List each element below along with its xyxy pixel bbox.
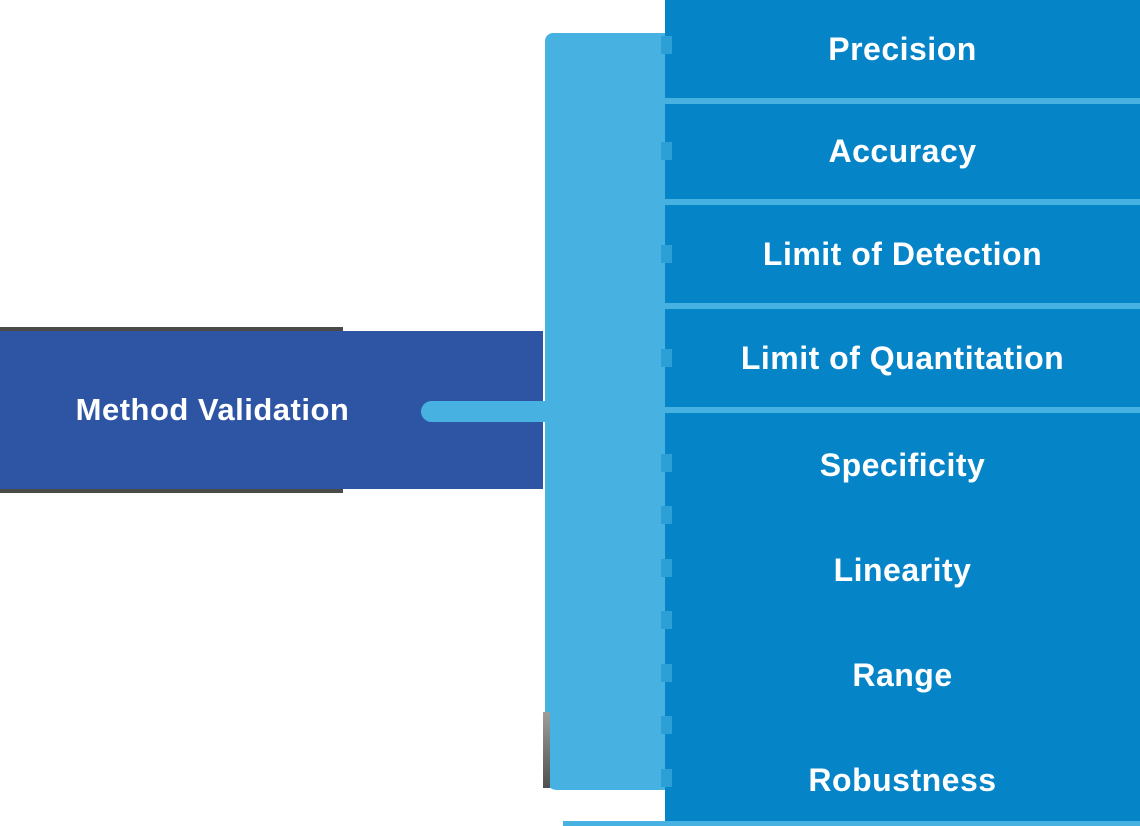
branch-label-specificity: Specificity (819, 447, 986, 483)
connector-tooth (661, 454, 672, 472)
root-box-top-edge (0, 327, 343, 331)
branch-label-limit-of-quantitation: Limit of Quantitation (740, 339, 1065, 376)
branch-node-linearity: Linearity (665, 518, 1140, 623)
branch-node-range: Range (665, 623, 1140, 728)
branch-node-limit-of-quantitation: Limit of Quantitation (665, 309, 1140, 407)
connector-tooth (661, 611, 672, 629)
branch-label-accuracy: Accuracy (828, 133, 977, 169)
branch-label-linearity: Linearity (833, 552, 972, 588)
bottom-edge-strip (563, 821, 1140, 826)
root-node-label-area: Method Validation (0, 331, 425, 489)
connector-tooth (661, 506, 672, 524)
connector-tooth (661, 245, 672, 263)
branch-node-specificity: Specificity (665, 413, 1140, 518)
trunk-shadow-sliver (543, 712, 550, 788)
connector-tooth (661, 716, 672, 734)
root-box-bottom-edge (0, 489, 343, 493)
branch-label-limit-of-detection: Limit of Detection (762, 235, 1043, 272)
branch-label-robustness: Robustness (808, 762, 997, 798)
root-connector (421, 401, 545, 422)
connector-tooth (661, 559, 672, 577)
connector-tooth (661, 349, 672, 367)
trunk-bar (545, 33, 665, 790)
branch-separator (665, 199, 1140, 205)
connector-tooth (661, 769, 672, 787)
branch-label-precision: Precision (828, 30, 977, 67)
branch-group-lower: Specificity Linearity Range Robustness (665, 413, 1140, 822)
connector-tooth (661, 664, 672, 682)
branch-separator (665, 98, 1140, 104)
branch-node-robustness: Robustness (665, 728, 1140, 822)
branch-node-limit-of-detection: Limit of Detection (665, 205, 1140, 303)
root-node-label: Method Validation (75, 392, 350, 427)
branch-separator (665, 303, 1140, 309)
branch-node-precision: Precision (665, 0, 1140, 98)
branch-node-accuracy: Accuracy (665, 104, 1140, 199)
branch-label-range: Range (852, 657, 953, 693)
connector-tooth (661, 142, 672, 160)
branch-separator (665, 407, 1140, 413)
connector-tooth (661, 36, 672, 54)
